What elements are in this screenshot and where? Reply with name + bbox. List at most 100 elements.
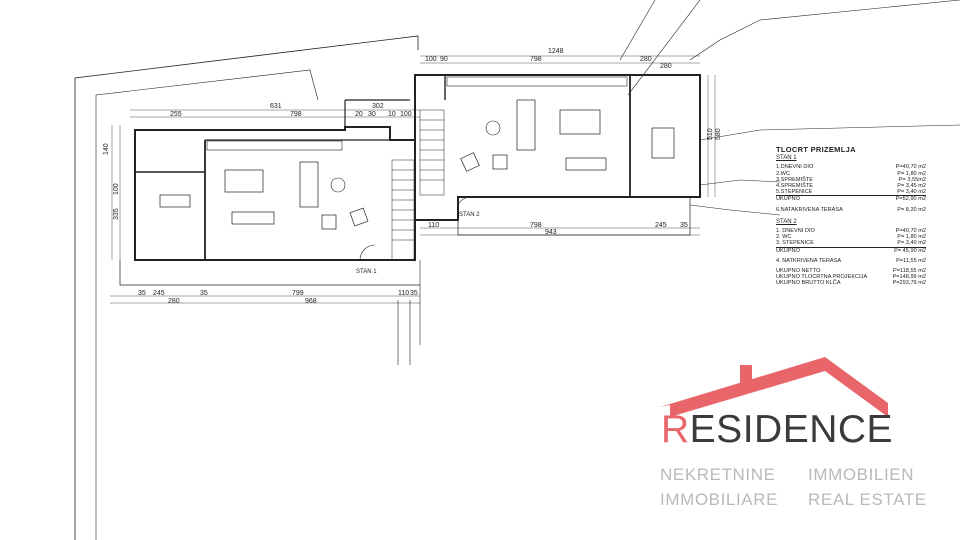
dim-label: 798 — [290, 111, 302, 118]
legend-row: 3.SPREMIŠTE P= 3,55m2 — [776, 177, 926, 183]
roof-icon — [660, 357, 888, 417]
dim-label: 245 — [655, 222, 667, 229]
legend-total: UKUPNO TLOCRTNA PROJEKCIJA P=148,99 m2 — [776, 274, 926, 280]
brand-rest: ESIDENCE — [689, 408, 894, 451]
dining-table — [565, 157, 607, 171]
door-swing — [457, 196, 473, 206]
legend-row-total: UKUPNO P= 45,90 m2 — [776, 248, 926, 254]
dim-label: 20 — [355, 111, 363, 118]
legend-row-value: P= 45,90 m2 — [894, 247, 926, 254]
legend-row-name: 1.DNEVNI DIO — [776, 164, 814, 171]
legend-row-value: P= 3,55m2 — [898, 176, 926, 183]
terrace-edge — [457, 197, 691, 236]
legend-row-terrace: 6.NATAKRIVENA TERASA P= 8,20 m2 — [776, 207, 926, 213]
legend-row-name: 4. NATKRIVENA TERASA — [776, 257, 842, 264]
legend-row-value: P= 8,20 m2 — [897, 206, 926, 213]
tagline-immobilien: IMMOBILIEN — [808, 465, 915, 484]
terrain-line — [689, 204, 781, 216]
terrain-line — [699, 179, 781, 186]
stan-2-label: STAN 2 — [459, 212, 480, 218]
armchair — [460, 152, 480, 172]
legend-row: 5.STEPENICE P= 3,40 m2 — [776, 189, 926, 197]
coffee-table — [485, 120, 501, 136]
terrace-edge — [119, 260, 420, 286]
armchair — [321, 214, 337, 230]
legend-row: 4.SPREMIŠTE P= 3,45 m2 — [776, 183, 926, 189]
legend-row-name: UKUPNO TLOCRTNA PROJEKCIJA — [776, 274, 868, 281]
brand-wordmark: RESIDENCE — [661, 408, 893, 452]
dim-label: 580 — [715, 128, 722, 140]
residence-roof-logo — [660, 357, 888, 417]
dim-label: 1248 — [548, 48, 564, 55]
stan-1-outline — [134, 126, 416, 261]
dining-table — [231, 211, 275, 225]
stan-1-label: STAN 1 — [356, 269, 377, 275]
legend-row-name: 3.SPREMIŠTE — [776, 176, 813, 183]
door-swing — [359, 244, 376, 261]
legend-row-name: 2. WC — [776, 234, 792, 241]
terrace-table — [159, 194, 191, 208]
dim-label: 35 — [680, 222, 688, 229]
dim-label: 100 — [400, 111, 412, 118]
terrain-line — [689, 0, 960, 61]
kitchen-counter — [446, 76, 628, 87]
legend-row-name: UKUPNO BRUTTO KLČA — [776, 280, 841, 287]
legend-row-name: 1. DNEVNI DIO — [776, 228, 815, 235]
terrain-line — [699, 124, 960, 141]
legend-row-name: UKUPNO — [776, 247, 800, 254]
legend-row: 1. DNEVNI DIO P=40,70 m2 — [776, 228, 926, 234]
legend-row-terrace: 4. NATKRIVENA TERASA P=11,55 m2 — [776, 258, 926, 264]
legend-row-value: P=148,99 m2 — [892, 274, 926, 281]
armchair — [492, 154, 508, 170]
legend-row-value: P= 1,80 m2 — [897, 234, 926, 241]
armchair — [349, 207, 369, 227]
dim-label: 35 — [138, 290, 146, 297]
site-boundary — [74, 35, 419, 540]
terrain-line — [627, 0, 701, 96]
legend-row-value: P= 3,40 m2 — [897, 189, 926, 196]
staircase — [391, 109, 445, 261]
legend-row-name: UKUPNO NETTO — [776, 268, 821, 275]
dim-label: 245 — [153, 290, 165, 297]
dimension-labels: 1248 100 90 798 280 280 631 798 255 20 3… — [103, 48, 722, 305]
brand-first-letter: R — [661, 408, 690, 451]
dim-label: 10 — [388, 111, 396, 118]
area-legend: TLOCRT PRIZEMLJA STAN 1 1.DNEVNI DIO P=40… — [776, 145, 926, 287]
tagline-nekretnine: NEKRETNINE — [660, 465, 776, 484]
legend-row-value: P=40,70 m2 — [895, 228, 926, 235]
legend-row-name: 4.SPREMIŠTE — [776, 183, 813, 190]
kitchen-counter — [206, 140, 343, 151]
dim-label: 110 — [428, 222, 439, 229]
legend-row-value: P= 1,80 m2 — [897, 170, 926, 177]
legend-title: TLOCRT PRIZEMLJA — [776, 145, 856, 154]
legend-stan-1-heading: STAN 1 — [776, 155, 797, 162]
dim-label: 631 — [270, 103, 282, 110]
dim-label: 943 — [545, 229, 557, 236]
dim-label: 100 — [425, 56, 437, 63]
dim-label: 799 — [292, 290, 304, 297]
dim-label: 302 — [372, 103, 384, 110]
dim-label: 335 — [113, 208, 120, 220]
legend-row-value: P= 3,45 m2 — [897, 183, 926, 190]
kitchen-island — [224, 169, 264, 193]
dim-label: 798 — [530, 222, 542, 229]
legend-row: 2. WC P= 1,80 m2 — [776, 234, 926, 240]
legend-row-name: 3. STEPENICE — [776, 240, 814, 247]
tagline-immobiliare: IMMOBILIARE — [660, 490, 779, 509]
legend-row-name: 6.NATAKRIVENA TERASA — [776, 206, 843, 213]
dim-label: 968 — [305, 298, 317, 305]
legend-row-value: P=11,55 m2 — [896, 257, 926, 264]
dim-label: 280 — [660, 63, 672, 70]
dim-label: 35 — [200, 290, 208, 297]
dimension-lines — [110, 55, 716, 304]
site-boundary-inner — [95, 69, 319, 540]
legend-row-name: 5.STEPENICE — [776, 189, 813, 196]
legend-row-value: P=118,55 m2 — [892, 268, 926, 275]
legend-row-value: P= 3,40 m2 — [897, 240, 926, 247]
dim-label: 255 — [170, 111, 182, 118]
kitchen-island — [559, 109, 601, 135]
dim-label: 90 — [440, 56, 448, 63]
